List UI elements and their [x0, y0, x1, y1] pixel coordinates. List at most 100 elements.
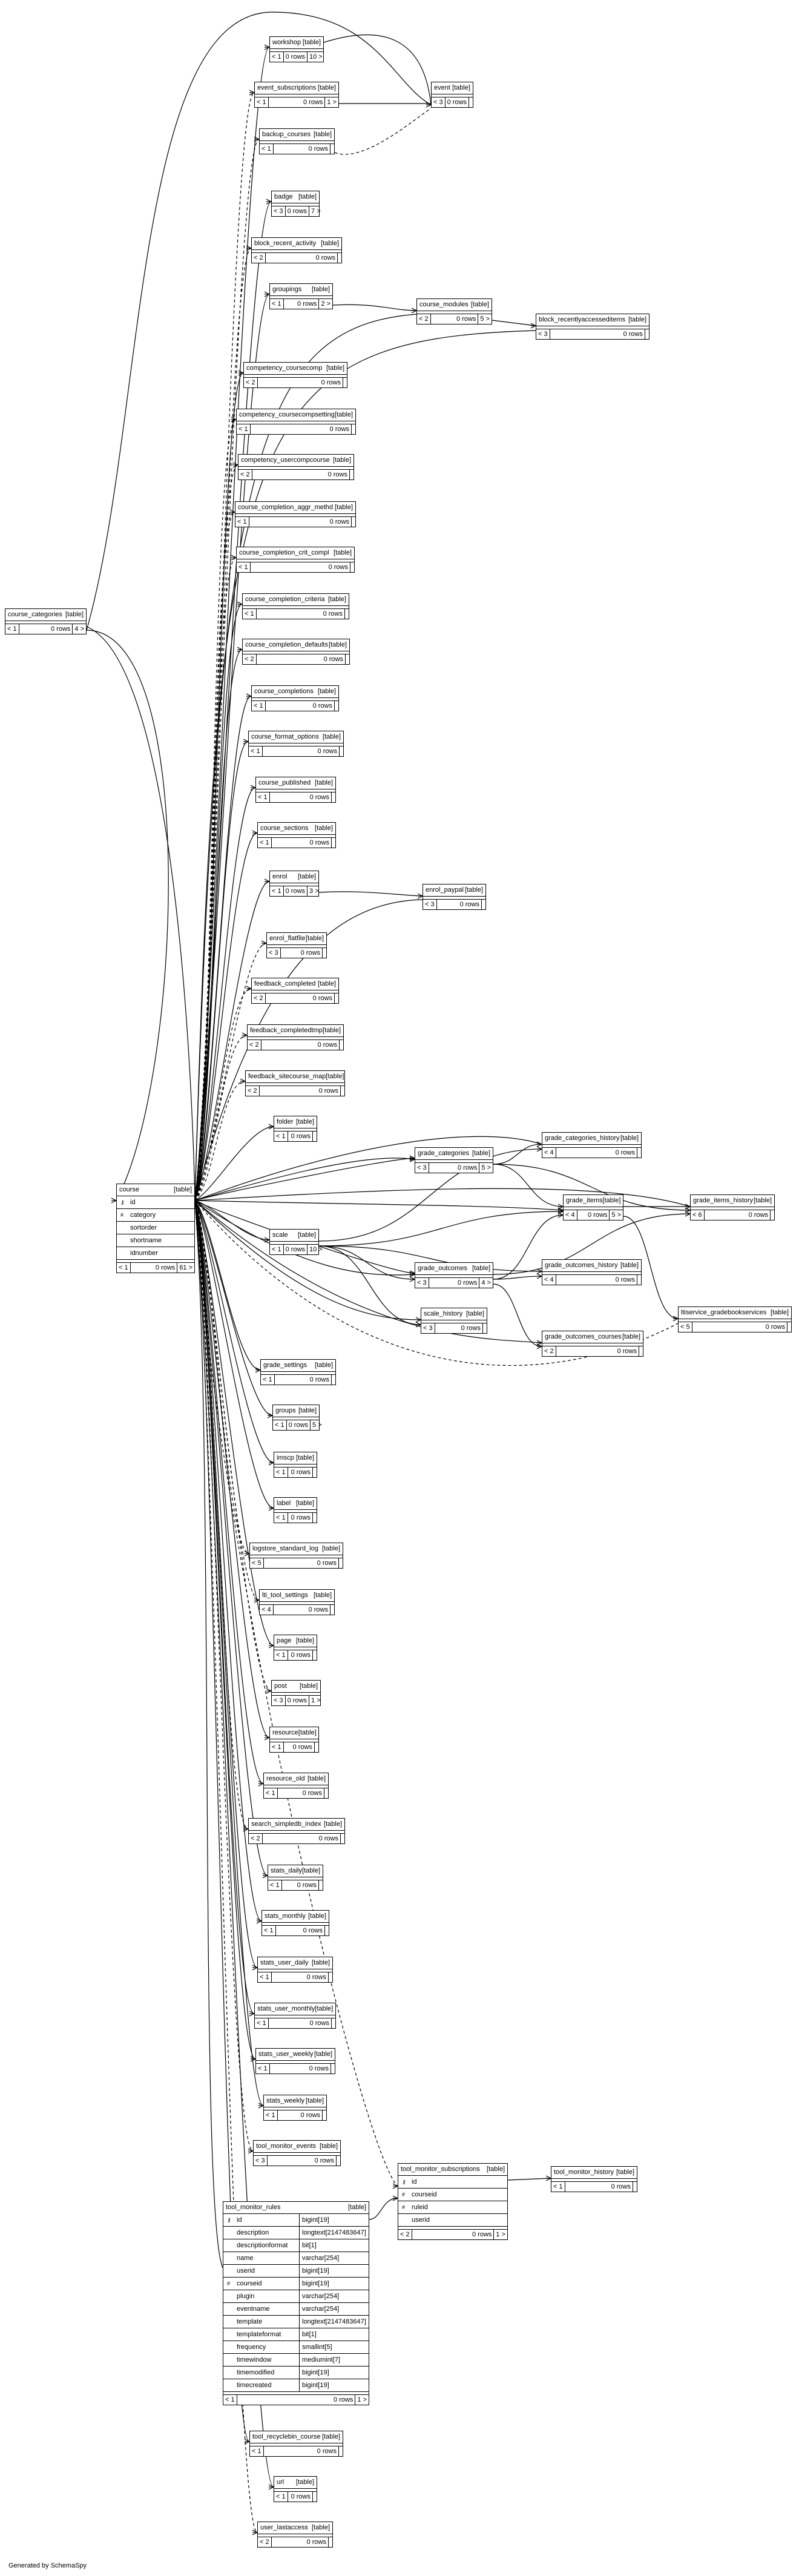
- table-header[interactable]: groups[table]: [273, 1405, 319, 1417]
- parent-count[interactable]: < 2: [243, 654, 257, 664]
- table-header[interactable]: competency_coursecomp[table]: [244, 363, 347, 375]
- child-count[interactable]: [331, 2064, 335, 2074]
- table-name[interactable]: grade_items: [566, 1197, 603, 1204]
- parent-count[interactable]: < 3: [254, 2156, 268, 2166]
- table-header[interactable]: scale_history[table]: [421, 1308, 487, 1320]
- parent-count[interactable]: < 2: [249, 1834, 263, 1843]
- table-name[interactable]: stats_weekly: [266, 2097, 304, 2104]
- parent-count[interactable]: < 2: [417, 314, 431, 324]
- parent-count[interactable]: < 1: [261, 1375, 275, 1385]
- table-header[interactable]: workshop[table]: [270, 37, 323, 49]
- table-header[interactable]: stats_user_monthly[table]: [255, 2003, 335, 2015]
- child-count[interactable]: [482, 900, 485, 909]
- table-name[interactable]: course_completion_crit_compl: [239, 549, 329, 556]
- parent-count[interactable]: < 1: [223, 2395, 237, 2405]
- table-name[interactable]: folder: [277, 1118, 294, 1125]
- child-count[interactable]: [352, 517, 355, 527]
- table-name[interactable]: block_recent_activity: [254, 240, 317, 247]
- table-header[interactable]: tool_monitor_events[table]: [254, 2141, 340, 2153]
- child-count[interactable]: [771, 1210, 774, 1220]
- child-count[interactable]: [330, 144, 334, 154]
- parent-count[interactable]: < 5: [679, 1322, 692, 1332]
- table-name[interactable]: grade_items_history: [693, 1197, 754, 1204]
- parent-count[interactable]: < 1: [274, 1132, 288, 1141]
- table-header[interactable]: feedback_completed[table]: [252, 978, 338, 990]
- table-header[interactable]: imscp[table]: [274, 1452, 317, 1464]
- table-header[interactable]: tool_monitor_history[table]: [551, 2167, 637, 2179]
- table-header[interactable]: grade_categories[table]: [415, 1148, 493, 1160]
- parent-count[interactable]: < 1: [235, 517, 249, 527]
- parent-count[interactable]: < 1: [260, 144, 274, 154]
- parent-count[interactable]: < 2: [248, 1040, 261, 1050]
- table-header[interactable]: feedback_completedtmp[table]: [248, 1025, 343, 1037]
- child-count[interactable]: [341, 1086, 344, 1096]
- table-name[interactable]: lti_tool_settings: [262, 1592, 308, 1599]
- table-name[interactable]: stats_user_monthly: [257, 2005, 315, 2012]
- child-count[interactable]: [339, 1558, 343, 1568]
- table-name[interactable]: event: [434, 84, 450, 91]
- table-name[interactable]: post: [274, 1682, 287, 1690]
- table-header[interactable]: course[table]: [117, 1184, 194, 1196]
- table-name[interactable]: workshop: [272, 39, 301, 46]
- table-header[interactable]: lti_tool_settings[table]: [260, 1590, 334, 1602]
- child-count[interactable]: [639, 1346, 643, 1356]
- table-name[interactable]: competency_coursecompsetting: [239, 411, 335, 418]
- table-name[interactable]: tool_monitor_history: [554, 2169, 614, 2176]
- table-header[interactable]: grade_items[table]: [564, 1195, 623, 1207]
- table-name[interactable]: imscp: [277, 1454, 294, 1461]
- child-count[interactable]: 1 >: [327, 99, 337, 106]
- child-count[interactable]: [313, 1468, 317, 1477]
- child-count[interactable]: 3 >: [309, 888, 319, 895]
- child-count[interactable]: [483, 1323, 487, 1333]
- table-header[interactable]: resource[table]: [270, 1727, 318, 1739]
- table-name[interactable]: enrol_paypal: [426, 886, 464, 894]
- child-count[interactable]: [330, 1605, 334, 1615]
- table-name[interactable]: grade_outcomes_courses: [545, 1333, 622, 1340]
- child-count[interactable]: [352, 424, 355, 434]
- parent-count[interactable]: < 1: [262, 1926, 276, 1935]
- child-count[interactable]: [332, 792, 335, 802]
- column-row[interactable]: idnumber: [117, 1247, 194, 1260]
- child-count[interactable]: [343, 378, 347, 387]
- table-header[interactable]: badge[table]: [272, 191, 319, 203]
- table-name[interactable]: resource: [272, 1729, 298, 1736]
- table-header[interactable]: course_published[table]: [256, 777, 335, 789]
- table-name[interactable]: scale_history: [424, 1310, 463, 1317]
- parent-count[interactable]: < 4: [542, 1275, 556, 1285]
- child-count[interactable]: 5 >: [611, 1211, 621, 1219]
- table-header[interactable]: tool_monitor_rules[table]: [223, 2202, 369, 2214]
- child-count[interactable]: 5 >: [481, 1164, 491, 1171]
- parent-count[interactable]: < 1: [249, 746, 263, 756]
- table-name[interactable]: url: [277, 2479, 284, 2486]
- child-count[interactable]: 10 >: [309, 1246, 323, 1253]
- table-name[interactable]: stats_monthly: [265, 1912, 306, 1920]
- table-name[interactable]: stats_user_daily: [260, 1959, 309, 1966]
- table-name[interactable]: logstore_standard_log: [252, 1545, 318, 1552]
- parent-count[interactable]: < 2: [244, 378, 258, 387]
